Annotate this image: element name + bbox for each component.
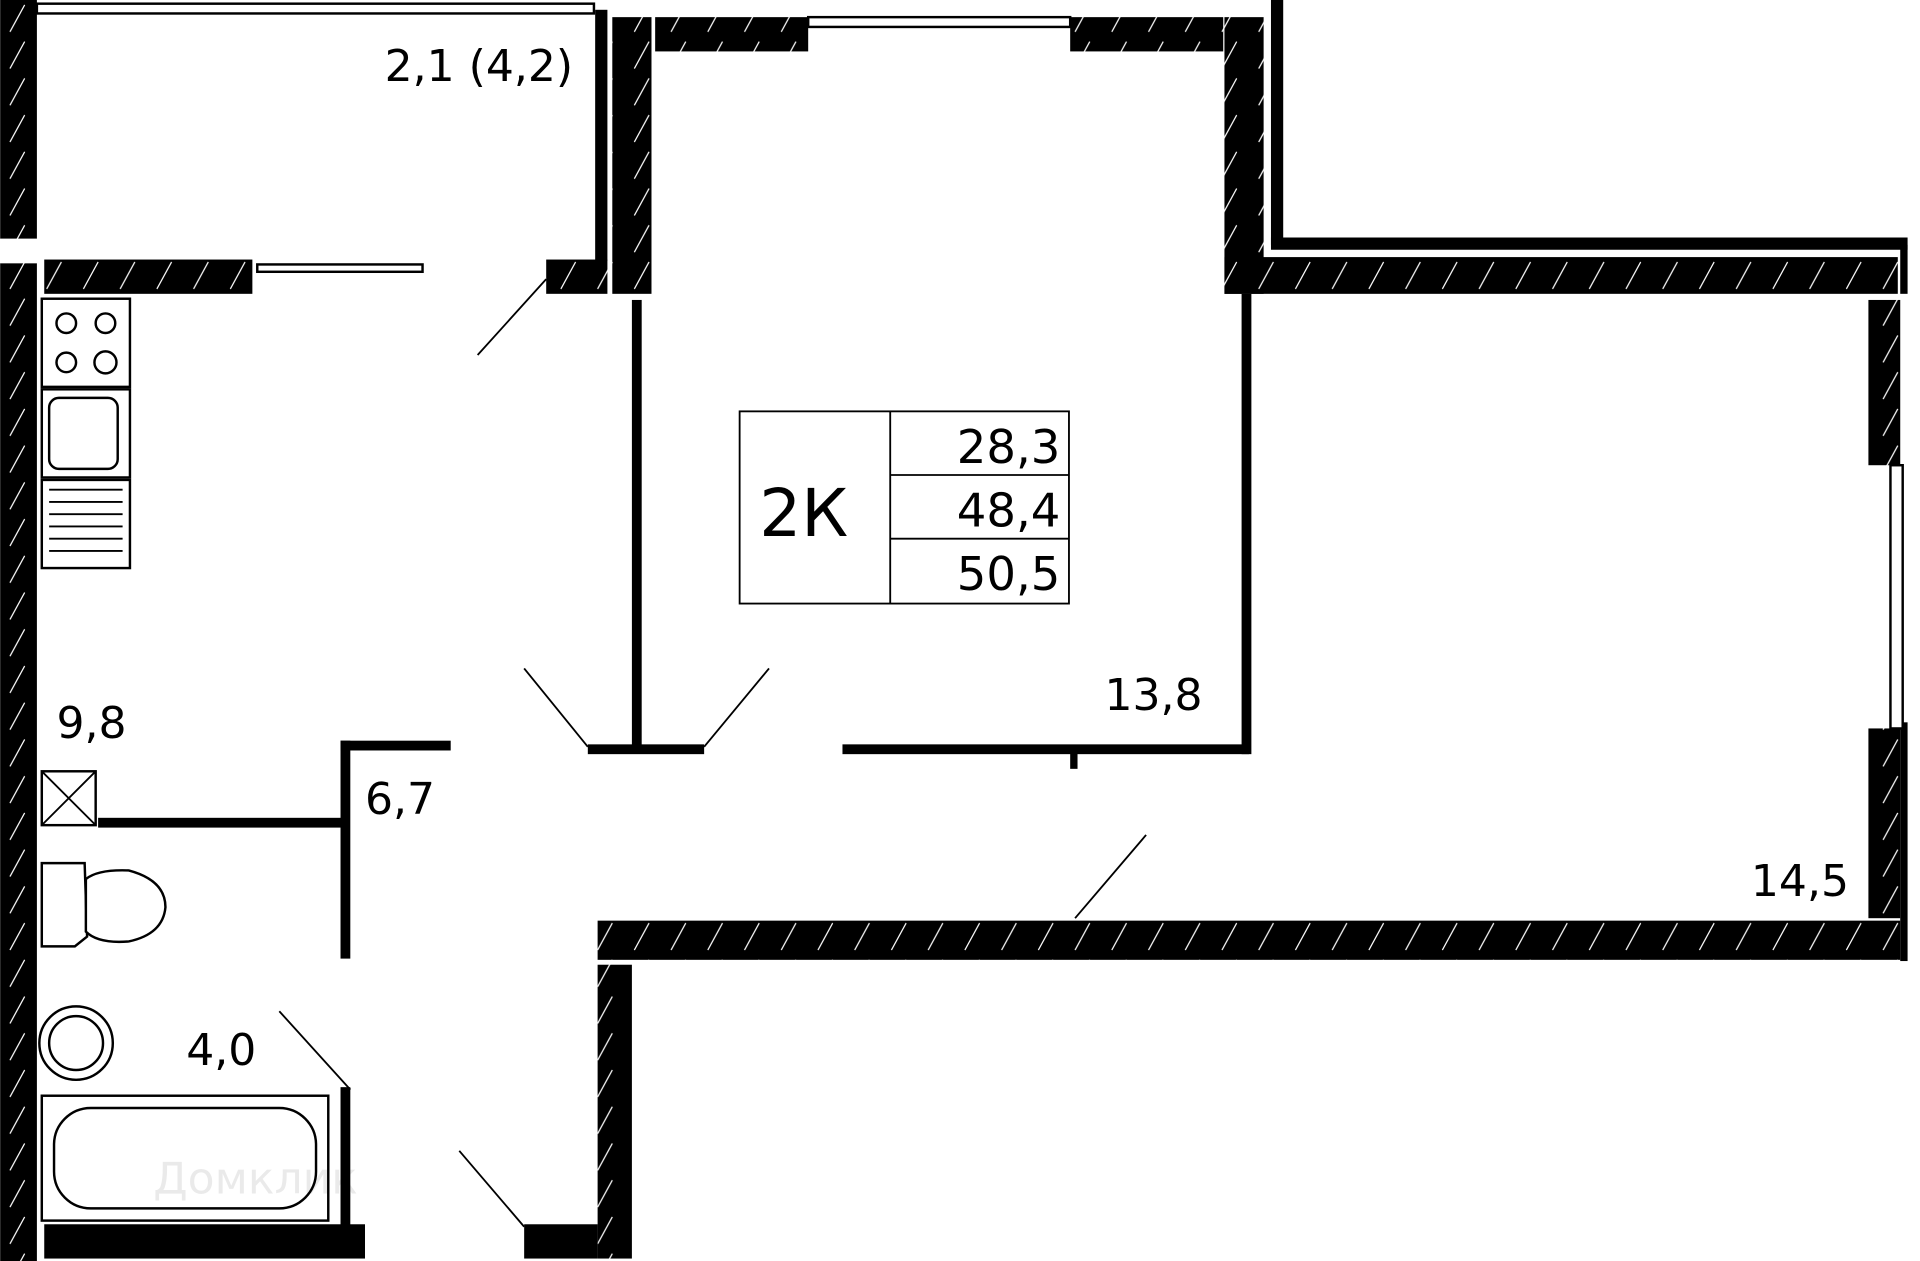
total-area: 48,4 [957, 483, 1061, 537]
living-room-area: 14,5 [1751, 856, 1849, 907]
door-swings [278, 278, 1147, 1228]
apartment-type: 2К [759, 475, 848, 552]
bathroom-area: 4,0 [186, 1025, 256, 1076]
bedroom-area: 13,8 [1104, 670, 1202, 721]
watermark: Домклик [153, 1154, 358, 1205]
area-summary-table: 2К 28,3 48,4 50,5 [738, 410, 1070, 605]
living-area: 28,3 [957, 420, 1061, 474]
windows [0, 2, 1904, 730]
hall-area: 6,7 [365, 774, 435, 825]
room-labels: 2,1 (4,2) 9,8 6,7 4,0 13,8 14,5 [56, 41, 1849, 1076]
fixtures [38, 297, 330, 1222]
kitchen-area: 9,8 [56, 698, 126, 749]
total-with-balcony: 50,5 [957, 547, 1061, 601]
balcony-area: 2,1 (4,2) [385, 41, 574, 92]
